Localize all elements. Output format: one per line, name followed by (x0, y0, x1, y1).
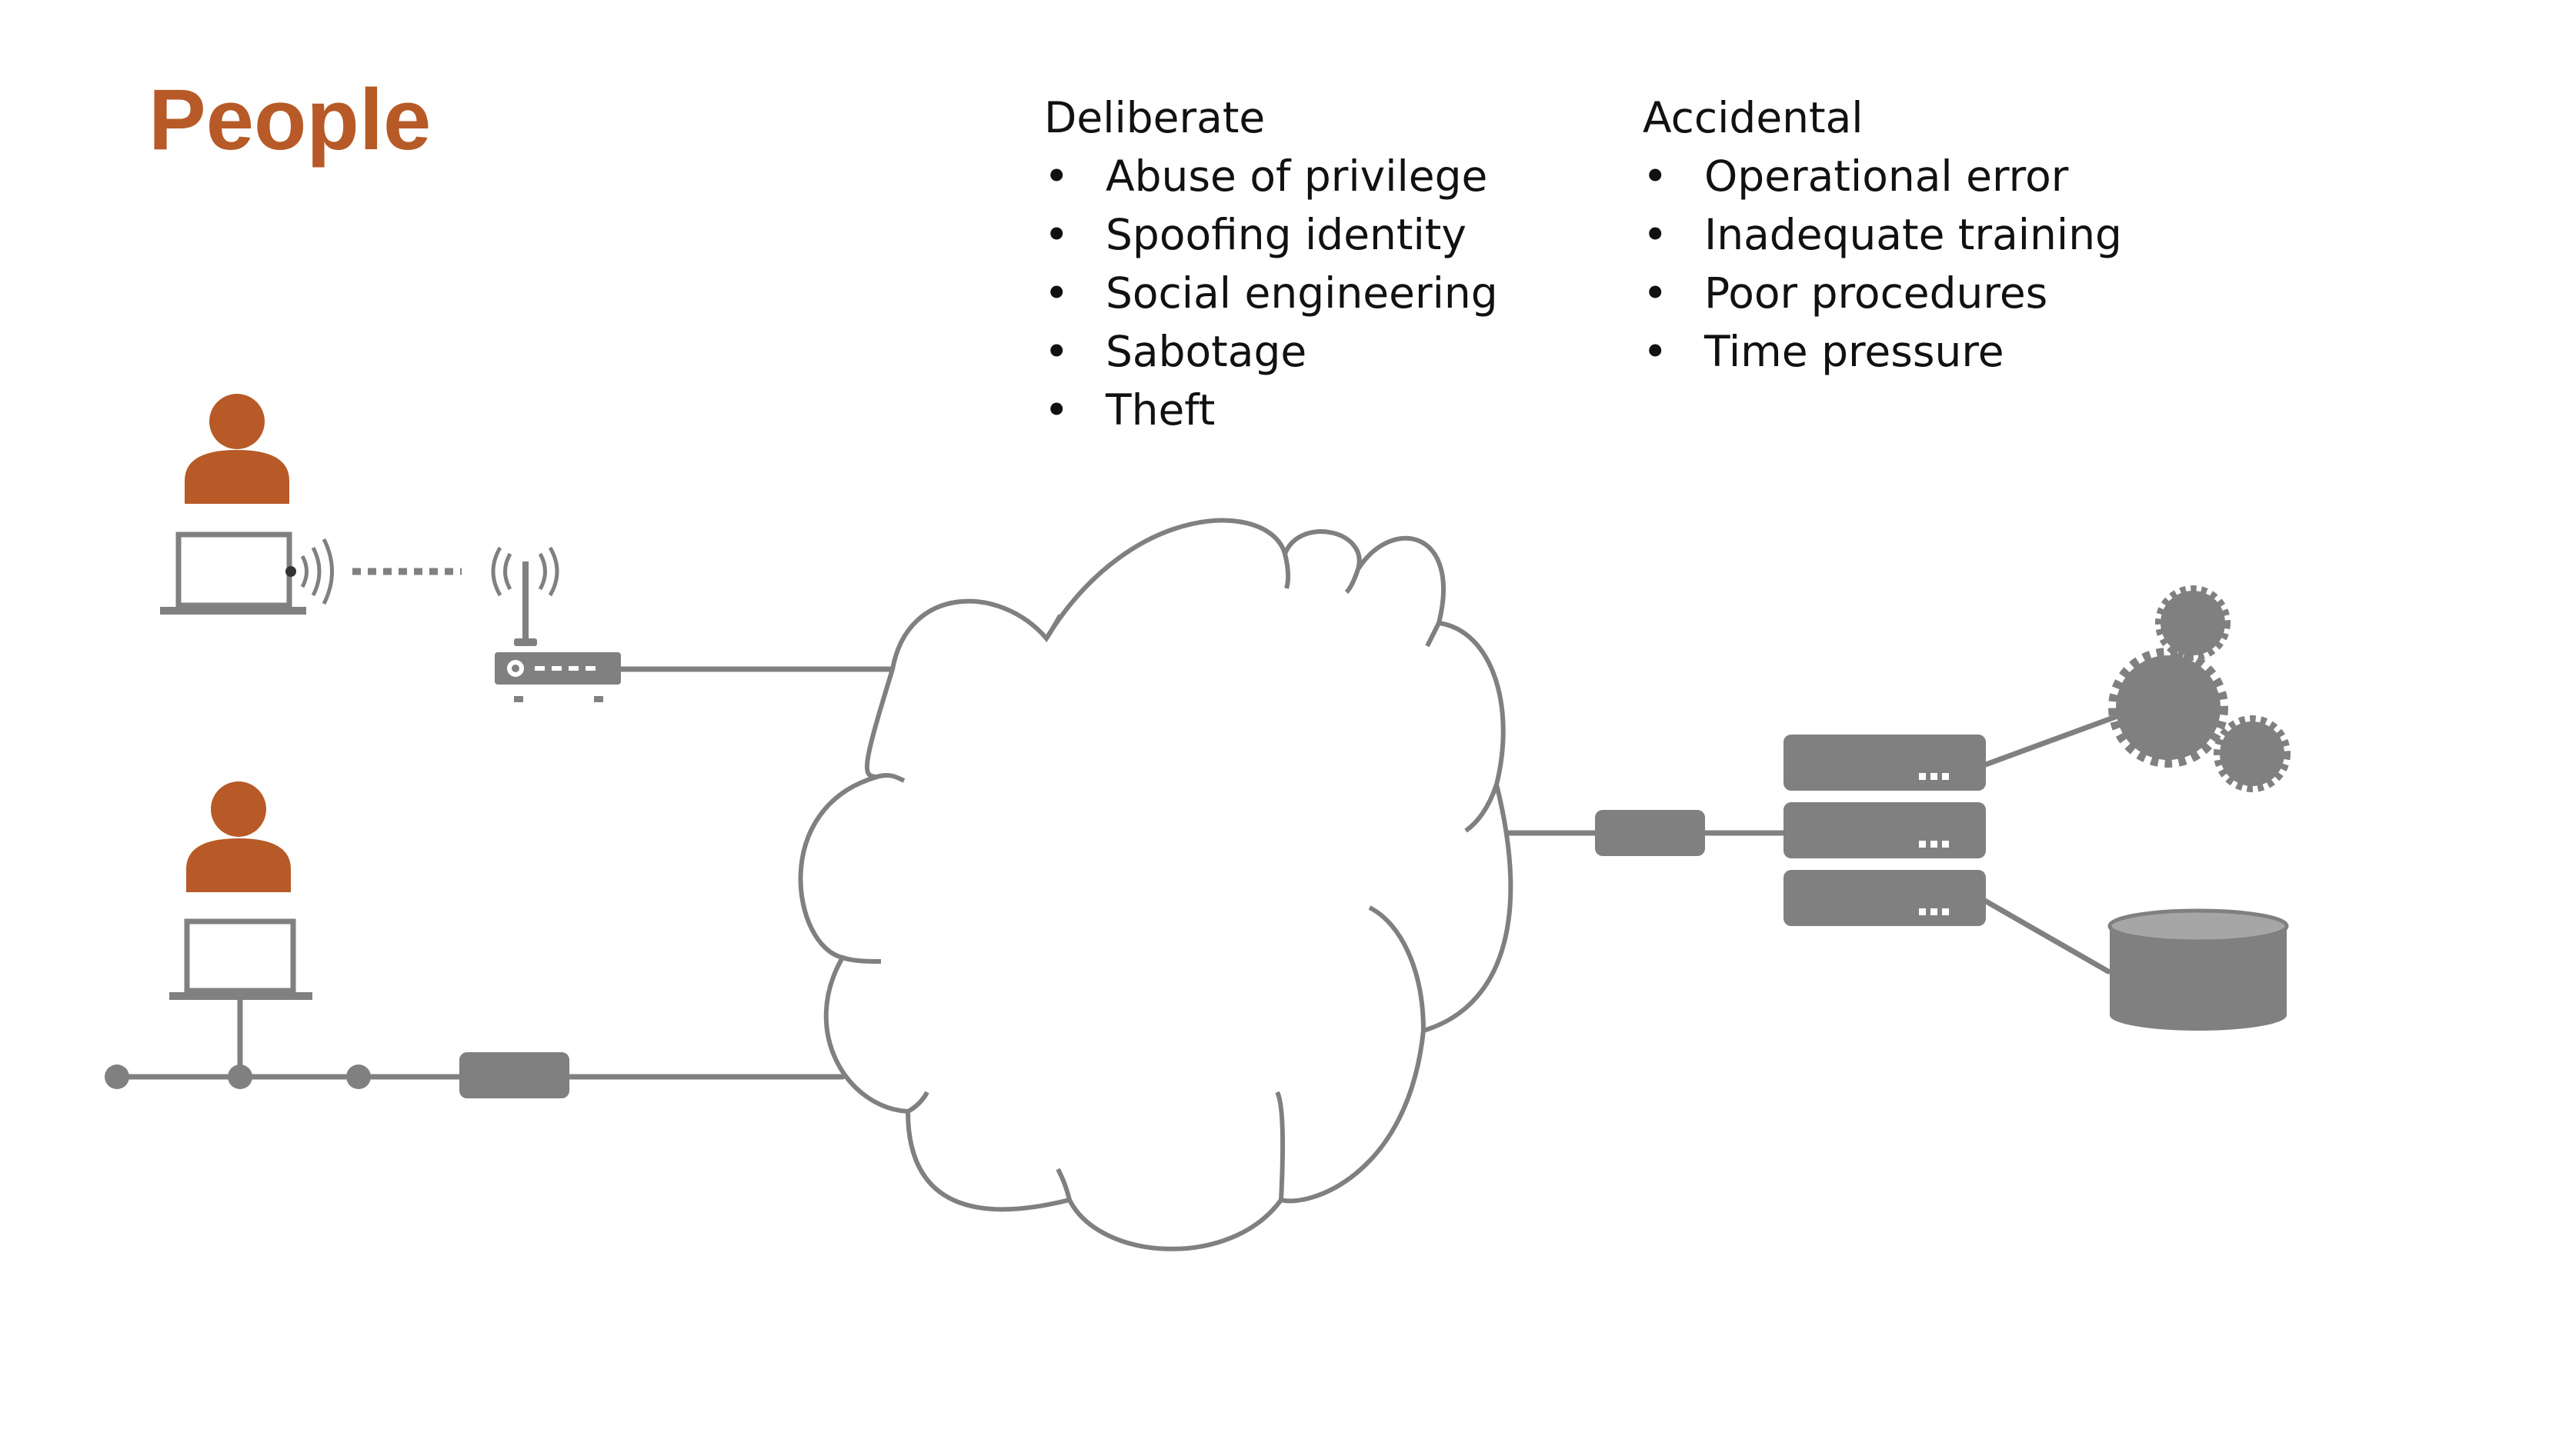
bullet: • (1643, 327, 1668, 376)
list-item-label: Sabotage (1106, 327, 1307, 376)
laptop-icon (160, 531, 306, 615)
bullet: • (1044, 210, 1069, 259)
deliberate-heading: Deliberate (1044, 93, 1266, 142)
list-item-label: Abuse of privilege (1106, 152, 1488, 201)
list-item: • Spoofing identity (1044, 205, 1498, 264)
network-adapter-icon (459, 1052, 569, 1098)
gears-icon (2108, 585, 2291, 792)
page-title: People (148, 72, 432, 168)
bullet: • (1044, 268, 1069, 318)
list-item-label: Inadequate training (1704, 210, 2122, 259)
list-item: • Abuse of privilege (1044, 147, 1498, 205)
list-item-label: Time pressure (1704, 327, 2004, 376)
list-item-label: Spoofing identity (1106, 210, 1467, 259)
list-item-label: Social engineering (1106, 268, 1498, 318)
deliberate-threats: Deliberate • Abuse of privilege • Spoofing… (1044, 88, 1498, 439)
cloud-icon (798, 518, 1513, 1251)
list-item: • Social engineering (1044, 264, 1498, 322)
accidental-heading: Accidental (1643, 93, 1864, 142)
wireless-signal-icon (300, 538, 334, 605)
list-item: • Operational error (1643, 147, 2122, 205)
bus-nodes (105, 1065, 371, 1089)
accidental-list: •Operational error •Inadequate training … (1643, 147, 2122, 381)
person-icon (185, 394, 289, 504)
list-item: • Theft (1044, 381, 1498, 439)
list-item: • Inadequate training (1643, 205, 2122, 264)
network-adapter-icon (1595, 810, 1705, 856)
bullet: • (1044, 327, 1069, 376)
bullet: • (1643, 152, 1668, 201)
person-icon (186, 781, 291, 892)
list-item: • Sabotage (1044, 322, 1498, 381)
database-icon (2107, 908, 2289, 1031)
list-item: • Poor procedures (1643, 264, 2122, 322)
list-item-label: Poor procedures (1704, 268, 2048, 318)
accidental-threats: Accidental • Operational error • Inadequat… (1643, 88, 2122, 381)
laptop-icon (169, 918, 312, 1000)
bullet: • (1643, 210, 1668, 259)
bullet: • (1044, 385, 1069, 435)
bullet: • (1643, 268, 1668, 318)
wireless-router-icon (491, 546, 621, 702)
list-item: • Time pressure (1643, 322, 2122, 381)
deliberate-list: • Abuse of privilege • Spoofing identity •… (1044, 147, 1498, 439)
server-rack-icon (1784, 735, 1986, 926)
list-item-label: Operational error (1704, 152, 2069, 201)
bullet: • (1044, 152, 1069, 201)
list-item-label: Theft (1106, 385, 1216, 435)
